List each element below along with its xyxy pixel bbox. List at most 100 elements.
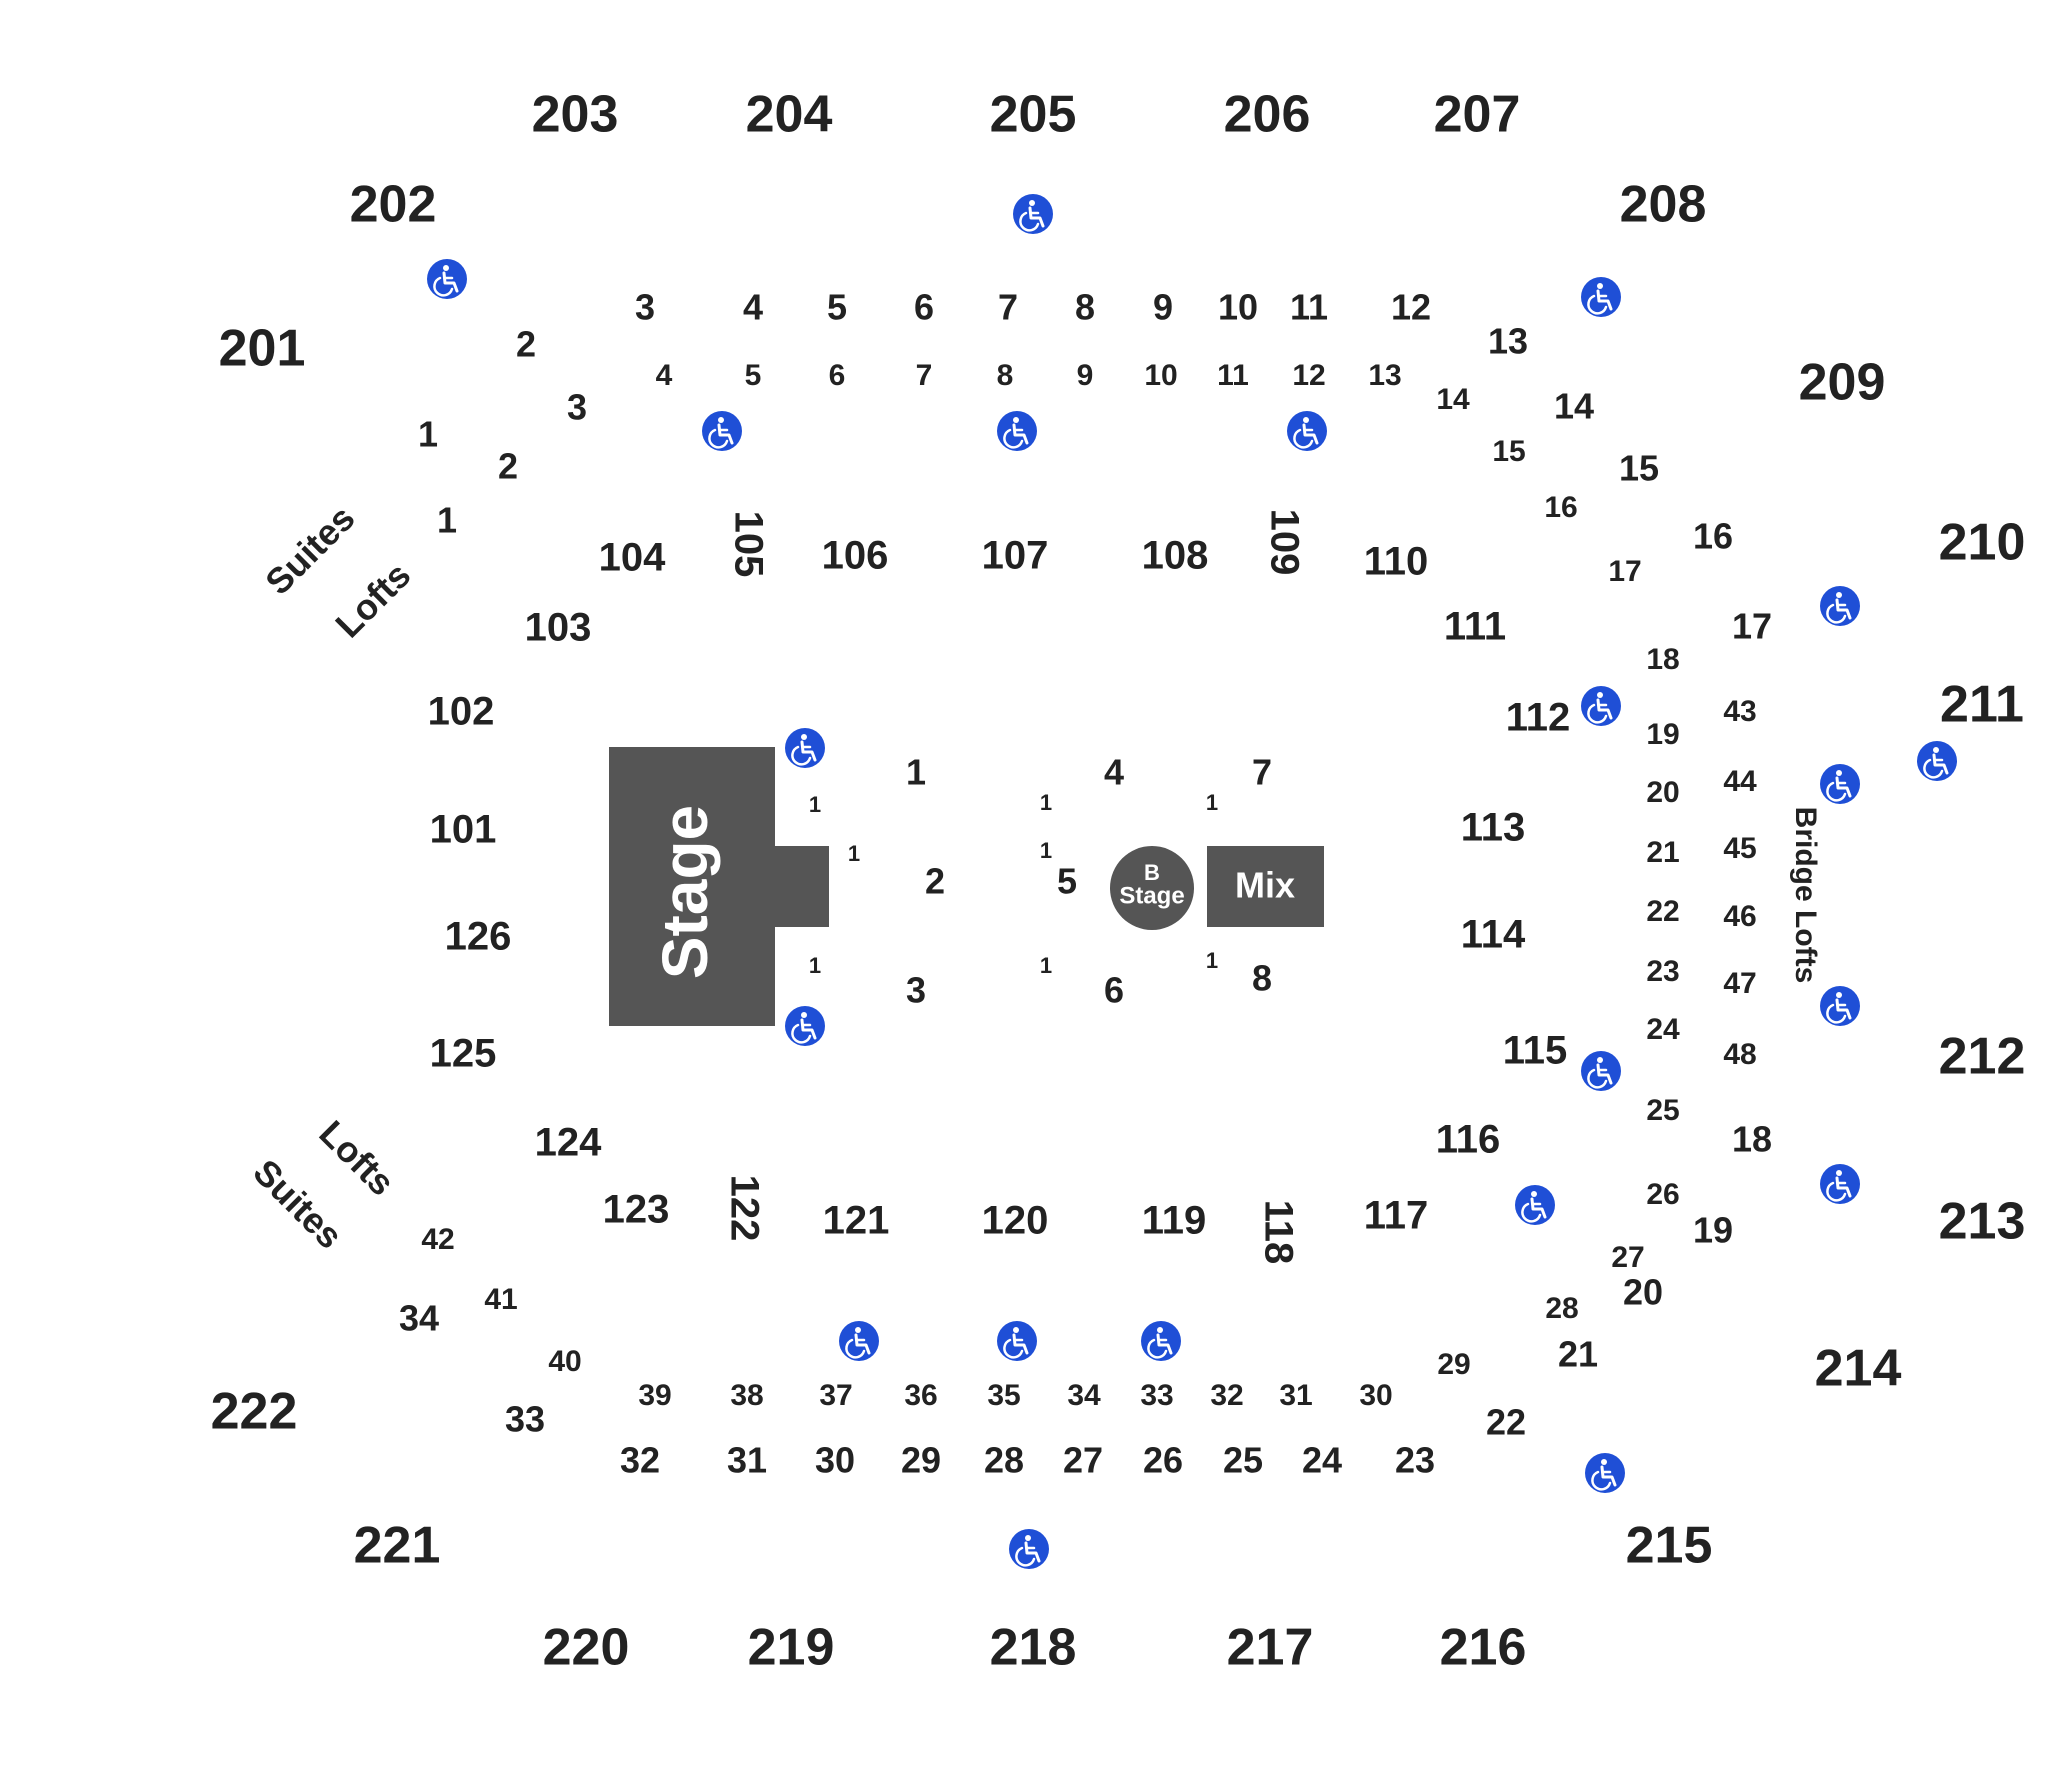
- section-label[interactable]: 107: [982, 534, 1049, 578]
- section-label[interactable]: 7: [1252, 752, 1272, 793]
- wheelchair-icon[interactable]: [785, 1006, 825, 1046]
- section-label[interactable]: 27: [1611, 1241, 1644, 1274]
- section-label[interactable]: 28: [1545, 1292, 1578, 1325]
- section-label[interactable]: 11: [1217, 359, 1249, 392]
- section-label[interactable]: 48: [1723, 1038, 1756, 1071]
- section-label[interactable]: 36: [904, 1379, 937, 1412]
- section-label[interactable]: 18: [1646, 643, 1679, 676]
- wheelchair-icon[interactable]: [1009, 1529, 1049, 1569]
- section-label[interactable]: 22: [1646, 895, 1679, 928]
- section-label[interactable]: 213: [1939, 1193, 2026, 1251]
- section-label[interactable]: 115: [1503, 1029, 1568, 1073]
- wheelchair-icon[interactable]: [1581, 1051, 1621, 1091]
- section-label[interactable]: 19: [1693, 1210, 1733, 1251]
- section-label[interactable]: 1: [809, 792, 821, 817]
- section-label[interactable]: 113: [1461, 806, 1526, 850]
- section-label[interactable]: 13: [1368, 359, 1401, 392]
- section-label[interactable]: 28: [984, 1440, 1024, 1481]
- section-label[interactable]: 4: [1104, 752, 1124, 793]
- section-label[interactable]: 46: [1723, 900, 1756, 933]
- section-label[interactable]: 6: [914, 287, 934, 328]
- section-label[interactable]: 108: [1142, 534, 1209, 578]
- section-label[interactable]: 8: [1075, 287, 1095, 328]
- wheelchair-icon[interactable]: [1515, 1185, 1555, 1225]
- wheelchair-icon[interactable]: [1141, 1321, 1181, 1361]
- section-label[interactable]: 15: [1619, 448, 1659, 489]
- section-label[interactable]: 221: [354, 1517, 441, 1575]
- section-label[interactable]: 31: [727, 1440, 767, 1481]
- section-label[interactable]: 206: [1224, 86, 1311, 144]
- section-label[interactable]: 25: [1646, 1094, 1679, 1127]
- section-label[interactable]: 5: [827, 287, 847, 328]
- section-label[interactable]: 24: [1646, 1013, 1680, 1046]
- section-label[interactable]: 102: [428, 690, 495, 734]
- section-label[interactable]: 13: [1488, 321, 1528, 362]
- wheelchair-icon[interactable]: [997, 1321, 1037, 1361]
- section-label[interactable]: 2: [925, 861, 945, 902]
- section-label[interactable]: 9: [1153, 287, 1173, 328]
- section-label[interactable]: 122: [722, 1175, 766, 1242]
- section-label[interactable]: 8: [1252, 958, 1272, 999]
- section-label[interactable]: 2: [498, 446, 518, 487]
- section-label[interactable]: 21: [1646, 836, 1679, 869]
- section-label[interactable]: 203: [532, 86, 619, 144]
- section-label[interactable]: 210: [1939, 514, 2026, 572]
- section-label[interactable]: 9: [1077, 359, 1094, 392]
- section-label[interactable]: 14: [1554, 386, 1594, 427]
- section-label[interactable]: 23: [1646, 955, 1679, 988]
- section-label[interactable]: 15: [1492, 435, 1525, 468]
- section-label[interactable]: 1: [1206, 948, 1218, 973]
- section-label[interactable]: 117: [1364, 1194, 1429, 1238]
- section-label[interactable]: 5: [1057, 861, 1077, 902]
- section-label[interactable]: 29: [1437, 1348, 1470, 1381]
- section-label[interactable]: 219: [748, 1619, 835, 1677]
- section-label[interactable]: 1: [418, 414, 438, 455]
- section-label[interactable]: 16: [1544, 491, 1577, 524]
- wheelchair-icon[interactable]: [1013, 194, 1053, 234]
- section-label[interactable]: 205: [990, 86, 1077, 144]
- section-label[interactable]: 21: [1558, 1334, 1598, 1375]
- section-label[interactable]: 27: [1063, 1440, 1103, 1481]
- wheelchair-icon[interactable]: [839, 1321, 879, 1361]
- section-label[interactable]: 16: [1693, 516, 1733, 557]
- section-label[interactable]: 120: [982, 1199, 1049, 1243]
- section-label[interactable]: 31: [1279, 1379, 1312, 1412]
- section-label[interactable]: 1: [809, 953, 821, 978]
- wheelchair-icon[interactable]: [1820, 986, 1860, 1026]
- section-label[interactable]: 40: [548, 1345, 581, 1378]
- section-label[interactable]: 12: [1292, 359, 1325, 392]
- section-label[interactable]: 26: [1143, 1440, 1183, 1481]
- section-label[interactable]: 1: [1040, 953, 1052, 978]
- section-label[interactable]: 1: [1040, 838, 1052, 863]
- section-label[interactable]: 118: [1256, 1200, 1300, 1265]
- section-label[interactable]: 34: [1067, 1379, 1101, 1412]
- section-label[interactable]: 8: [997, 359, 1014, 392]
- section-label[interactable]: 44: [1723, 765, 1757, 798]
- section-label[interactable]: 17: [1732, 606, 1772, 647]
- section-label[interactable]: 1: [906, 752, 926, 793]
- section-label[interactable]: 18: [1732, 1119, 1772, 1160]
- section-label[interactable]: 1: [848, 841, 860, 866]
- wheelchair-icon[interactable]: [1820, 586, 1860, 626]
- section-label[interactable]: 30: [815, 1440, 855, 1481]
- section-label[interactable]: 32: [620, 1440, 660, 1481]
- section-label[interactable]: 3: [635, 287, 655, 328]
- section-label[interactable]: 5: [745, 359, 762, 392]
- wheelchair-icon[interactable]: [785, 728, 825, 768]
- section-label[interactable]: 3: [567, 387, 587, 428]
- section-label[interactable]: 214: [1815, 1340, 1902, 1398]
- wheelchair-icon[interactable]: [1820, 764, 1860, 804]
- section-label[interactable]: 215: [1626, 1517, 1713, 1575]
- wheelchair-icon[interactable]: [1581, 277, 1621, 317]
- section-label[interactable]: 209: [1799, 354, 1886, 412]
- section-label[interactable]: 25: [1223, 1440, 1263, 1481]
- section-label[interactable]: 6: [829, 359, 846, 392]
- wheelchair-icon[interactable]: [1820, 1164, 1860, 1204]
- section-label[interactable]: 33: [1140, 1379, 1173, 1412]
- section-label[interactable]: 29: [901, 1440, 941, 1481]
- section-label[interactable]: 104: [599, 536, 666, 580]
- section-label[interactable]: 43: [1723, 695, 1756, 728]
- section-label[interactable]: 2: [516, 324, 536, 365]
- section-label[interactable]: 201: [219, 320, 306, 378]
- section-label[interactable]: 208: [1620, 176, 1707, 234]
